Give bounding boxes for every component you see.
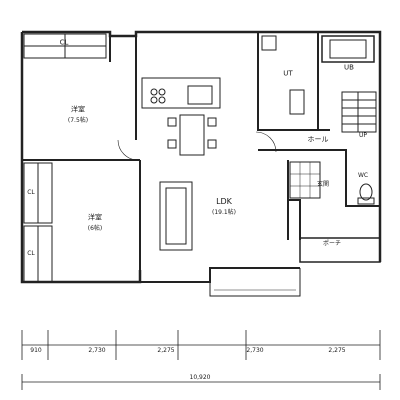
bedroom1-size: (7.5帖) bbox=[67, 117, 89, 124]
dimension-line bbox=[21, 330, 381, 360]
dimension-segment-2: 2,730 bbox=[88, 347, 106, 354]
kitchen-counter bbox=[141, 77, 221, 109]
door-swing bbox=[117, 139, 139, 161]
bedroom2-size: (6帖) bbox=[87, 225, 103, 232]
outer-wall bbox=[22, 30, 382, 262]
utility-wall bbox=[257, 32, 330, 131]
total-dimension: 10,920 bbox=[189, 374, 211, 381]
hall-wall bbox=[258, 149, 347, 160]
ldk-name: LDK bbox=[216, 197, 232, 206]
stairs-up-label: UP bbox=[358, 132, 368, 139]
bath-label: UB bbox=[344, 63, 354, 72]
wc-wall bbox=[345, 160, 380, 207]
ldk-size: (19.1帖) bbox=[211, 209, 237, 216]
closet-top-label: CL bbox=[59, 38, 69, 47]
stairs bbox=[341, 91, 377, 133]
dimension-segment-4: 2,730 bbox=[246, 347, 264, 354]
toilet bbox=[359, 183, 373, 201]
wc-label: WC bbox=[357, 172, 369, 179]
bathtub bbox=[321, 35, 375, 63]
ldk-window bbox=[209, 268, 301, 297]
dimension-segment-5: 2,275 bbox=[328, 347, 346, 354]
sofa bbox=[159, 181, 193, 251]
bedroom1-right-wall bbox=[109, 36, 137, 140]
closet-left-2-label: CL bbox=[27, 250, 35, 257]
dining-table bbox=[179, 114, 205, 156]
porch-label: ポーチ bbox=[322, 240, 342, 247]
outer-wall-bottom bbox=[140, 267, 300, 283]
dimension-segment-1: 910 bbox=[30, 347, 42, 354]
dimension-segment-3: 2,275 bbox=[157, 347, 175, 354]
total-dimension-line bbox=[21, 374, 381, 390]
entrance-label: 玄関 bbox=[316, 181, 330, 188]
hall-label: ホール bbox=[307, 135, 329, 144]
closet-left-1-label: CL bbox=[27, 189, 35, 196]
entrance-wall bbox=[287, 160, 301, 240]
bedroom1-name: 洋室 bbox=[71, 105, 85, 114]
outer-wall-left bbox=[20, 32, 142, 284]
entrance-floor bbox=[289, 161, 321, 199]
porch bbox=[299, 237, 381, 263]
bedroom2-name: 洋室 bbox=[88, 213, 102, 222]
utility-label: UT bbox=[283, 69, 293, 78]
